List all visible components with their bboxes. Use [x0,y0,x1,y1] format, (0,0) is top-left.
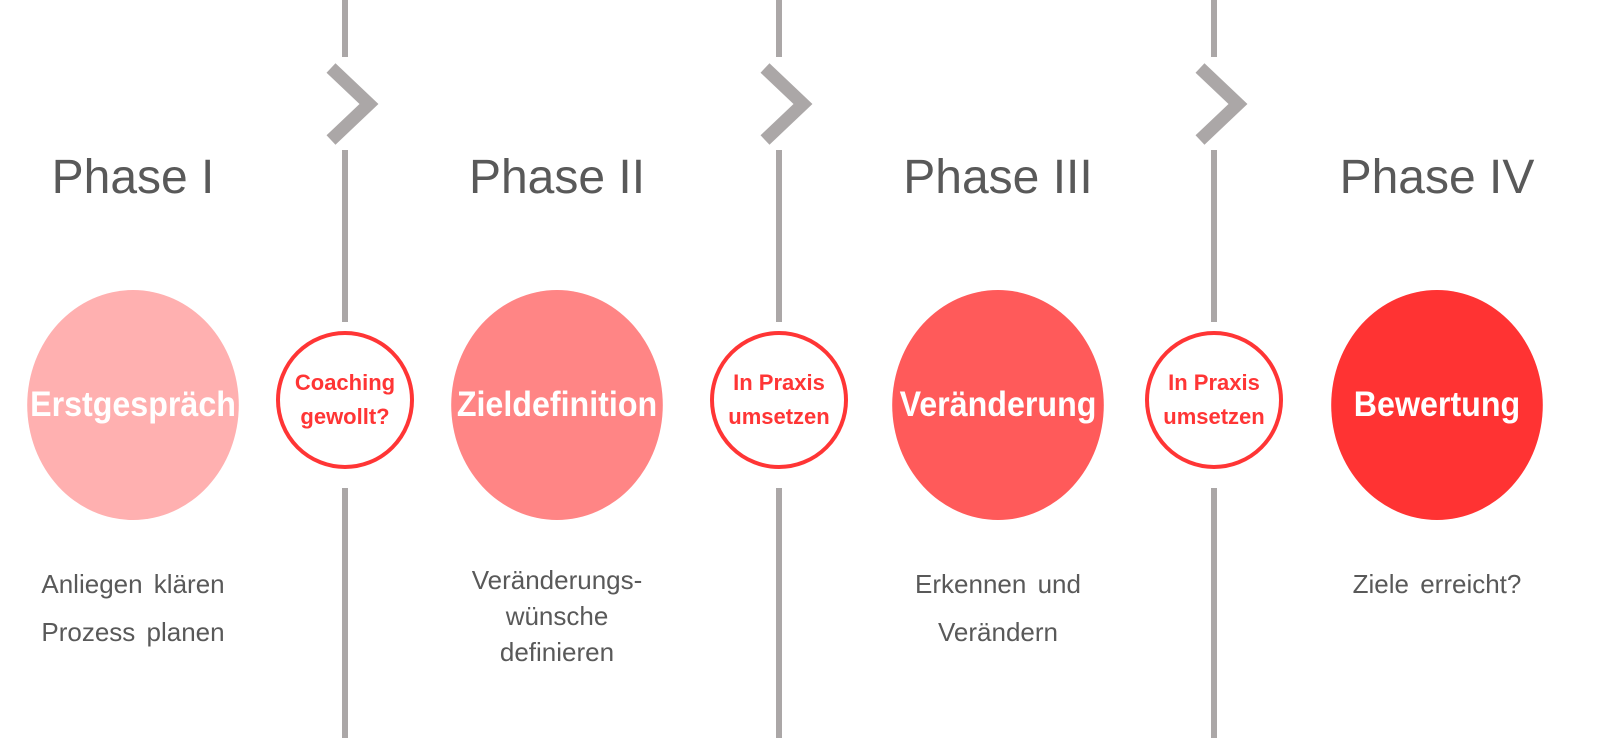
phase-title: Phase II [468,151,646,204]
phase-title: Phase IV [1339,151,1535,204]
phase-circle-label: Zieldefinition [456,385,658,424]
phase-circle: Zieldefinition [451,290,663,520]
description-line: Veränderungs- [471,565,643,595]
transition-label: gewollt? [300,404,390,429]
divider-line [1211,488,1217,738]
phase-title: Phase I [51,151,215,204]
transition-label: umsetzen [728,404,830,429]
chevron-right-icon [325,62,385,146]
transition-label: umsetzen [1163,404,1265,429]
divider-line [342,488,348,738]
description-line: Verändern [938,617,1058,647]
divider-line [776,0,782,57]
divider-line [776,488,782,738]
chevron-right-icon [759,62,819,146]
chevron-right-icon [1194,62,1254,146]
transition-label: In Praxis [733,370,825,395]
phase-title: Phase III [903,151,1093,204]
transition-label: Coaching [294,370,396,395]
transition-circle: In Praxis umsetzen [710,331,848,469]
description-line: wünsche [505,601,609,631]
phase-circle-label: Erstgespräch [30,385,236,424]
divider-line [1211,150,1217,322]
transition-circle: Coaching gewollt? [276,331,414,469]
phase-circle: Bewertung [1331,290,1543,520]
phase-circle-label: Veränderung [899,385,1097,424]
divider-line [342,0,348,57]
description-line: Anliegen klären [41,569,225,599]
phase-description: Veränderungs-wünsche definieren [397,562,717,670]
description-line: Prozess planen [41,617,225,647]
description-line: definieren [499,637,615,667]
phase-circle: Erstgespräch [27,290,239,520]
transition-label: In Praxis [1168,370,1260,395]
transition-circle: In Praxis umsetzen [1145,331,1283,469]
divider-line [1211,0,1217,57]
divider-line [342,150,348,322]
phase-description: Ziele erreicht? [1277,560,1597,608]
divider-line [776,150,782,322]
phase-circle: Veränderung [892,290,1104,520]
description-line: Erkennen und [915,569,1081,599]
description-line: Ziele erreicht? [1352,569,1522,599]
phase-circle-label: Bewertung [1353,385,1521,424]
